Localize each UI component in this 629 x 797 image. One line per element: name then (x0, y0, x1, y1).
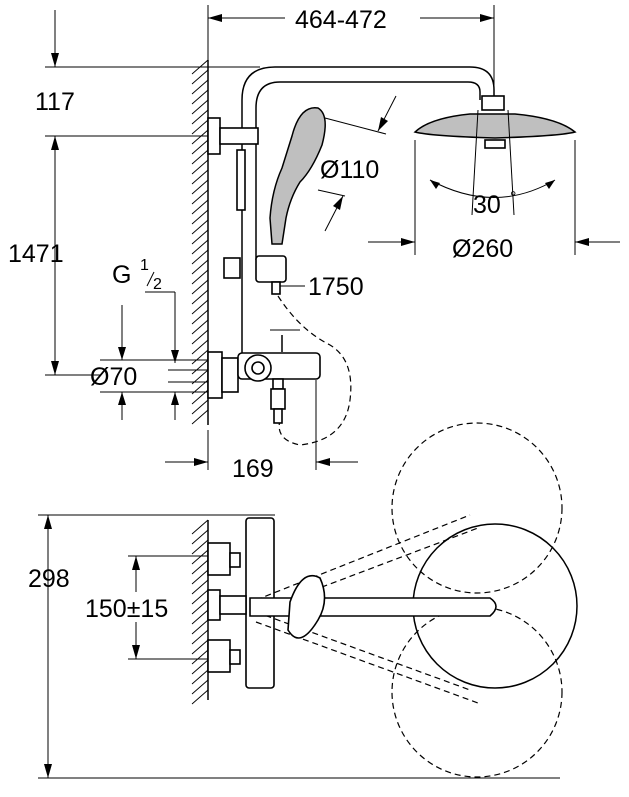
wall-hatch-line (191, 229, 209, 245)
dim-hose-label: 1750 (308, 273, 364, 301)
top-view: 298 150±15 (28, 422, 578, 779)
wall-hatch-line (191, 289, 209, 305)
dim-width-top-label: 464-472 (295, 6, 387, 34)
wall-hatch-line (191, 579, 209, 595)
dim-swivel-angle-label: 30 (473, 191, 501, 219)
wall-hatch-line (191, 609, 209, 625)
wall-hatch-line (191, 199, 209, 215)
wall-hatch-line (191, 589, 209, 605)
wall-hatch-line (191, 619, 209, 635)
dim-center-distance-label: 150±15 (85, 595, 168, 623)
dim-height-arm-label: 117 (35, 88, 75, 116)
wall-hatch-line (191, 349, 209, 365)
wall-hatch-line (191, 569, 209, 585)
dim-thread: G 1 2 (112, 257, 179, 363)
wall-hatch-line (191, 399, 209, 415)
head-shower: 30 ° Ø260 (368, 95, 620, 263)
wall-hatch-line (191, 69, 209, 85)
wall-hatch-line (191, 649, 209, 665)
wall-hatch-line (191, 249, 209, 265)
wall-hatch-line (191, 299, 209, 315)
wall-hatch-line (191, 139, 209, 155)
wall-hatch-line (191, 339, 209, 355)
wall-hatch-line (191, 169, 209, 185)
wall-hatch-line (191, 669, 209, 685)
wall-hatch-line (191, 539, 209, 555)
dim-head-shower-label: Ø260 (452, 235, 513, 263)
wall-hatch-line (191, 149, 209, 165)
wall-hatch-line (191, 309, 209, 325)
wall-hatch-line (191, 219, 209, 235)
wall-hatch-line (191, 269, 209, 285)
wall-hatch-line (191, 599, 209, 615)
wall-hatch-line (191, 529, 209, 545)
wall-hatch-line (191, 659, 209, 675)
wall-hatch-line (191, 99, 209, 115)
wall-hatch-line (191, 319, 209, 335)
wall-top (191, 519, 209, 705)
dim-projection-label: 169 (232, 455, 274, 483)
wall-hatch-line (191, 279, 209, 295)
dim-angle-unit: ° (510, 189, 516, 206)
wall-hatch-line (191, 639, 209, 655)
thermostat-mixer (207, 329, 321, 424)
wall-hatch-line (191, 409, 209, 425)
dim-thread-num: 1 (140, 257, 149, 274)
wall-hatch-line (191, 239, 209, 255)
wall-hatch-line (191, 559, 209, 575)
shower-column (207, 66, 495, 355)
wall-hatch-line (191, 89, 209, 105)
wall-hatch-line (191, 359, 209, 375)
wall-hatch-line (191, 159, 209, 175)
dim-width-top: 464-472 (207, 5, 495, 100)
front-view: 464-472 117 1471 G 1 2 (8, 5, 620, 483)
wall-hatch-line (191, 79, 209, 95)
dim-height-total-label: 1471 (8, 240, 64, 268)
hand-shower: Ø110 1750 (223, 95, 397, 446)
dim-connection-label: Ø70 (90, 363, 137, 391)
wall-hatch-line (191, 179, 209, 195)
wall-hatch-line (191, 129, 209, 145)
wall-hatch-line (191, 209, 209, 225)
arm-top (249, 422, 578, 778)
wall-hatch-line (191, 679, 209, 695)
dim-connection: Ø70 (90, 305, 208, 420)
wall-hatch-line (191, 689, 209, 705)
wall-hatch-line (191, 329, 209, 345)
dim-projection: 169 (165, 380, 358, 483)
wall-hatch-line (191, 629, 209, 645)
wall-hatch-line (191, 119, 209, 135)
wall-hatch-line (191, 189, 209, 205)
dim-height: 117 1471 (8, 10, 260, 376)
dim-depth: 298 (28, 514, 560, 779)
dim-thread-main: G (112, 261, 131, 289)
wall-hatch-line (191, 549, 209, 565)
wall-hatch-line (191, 109, 209, 125)
dim-hand-shower-label: Ø110 (320, 156, 379, 184)
wall-hatch-line (191, 259, 209, 275)
wall-hatch-line (191, 519, 209, 535)
dim-thread-den: 2 (153, 276, 162, 293)
dim-depth-label: 298 (28, 565, 70, 593)
dim-center-distance: 150±15 (85, 555, 210, 660)
